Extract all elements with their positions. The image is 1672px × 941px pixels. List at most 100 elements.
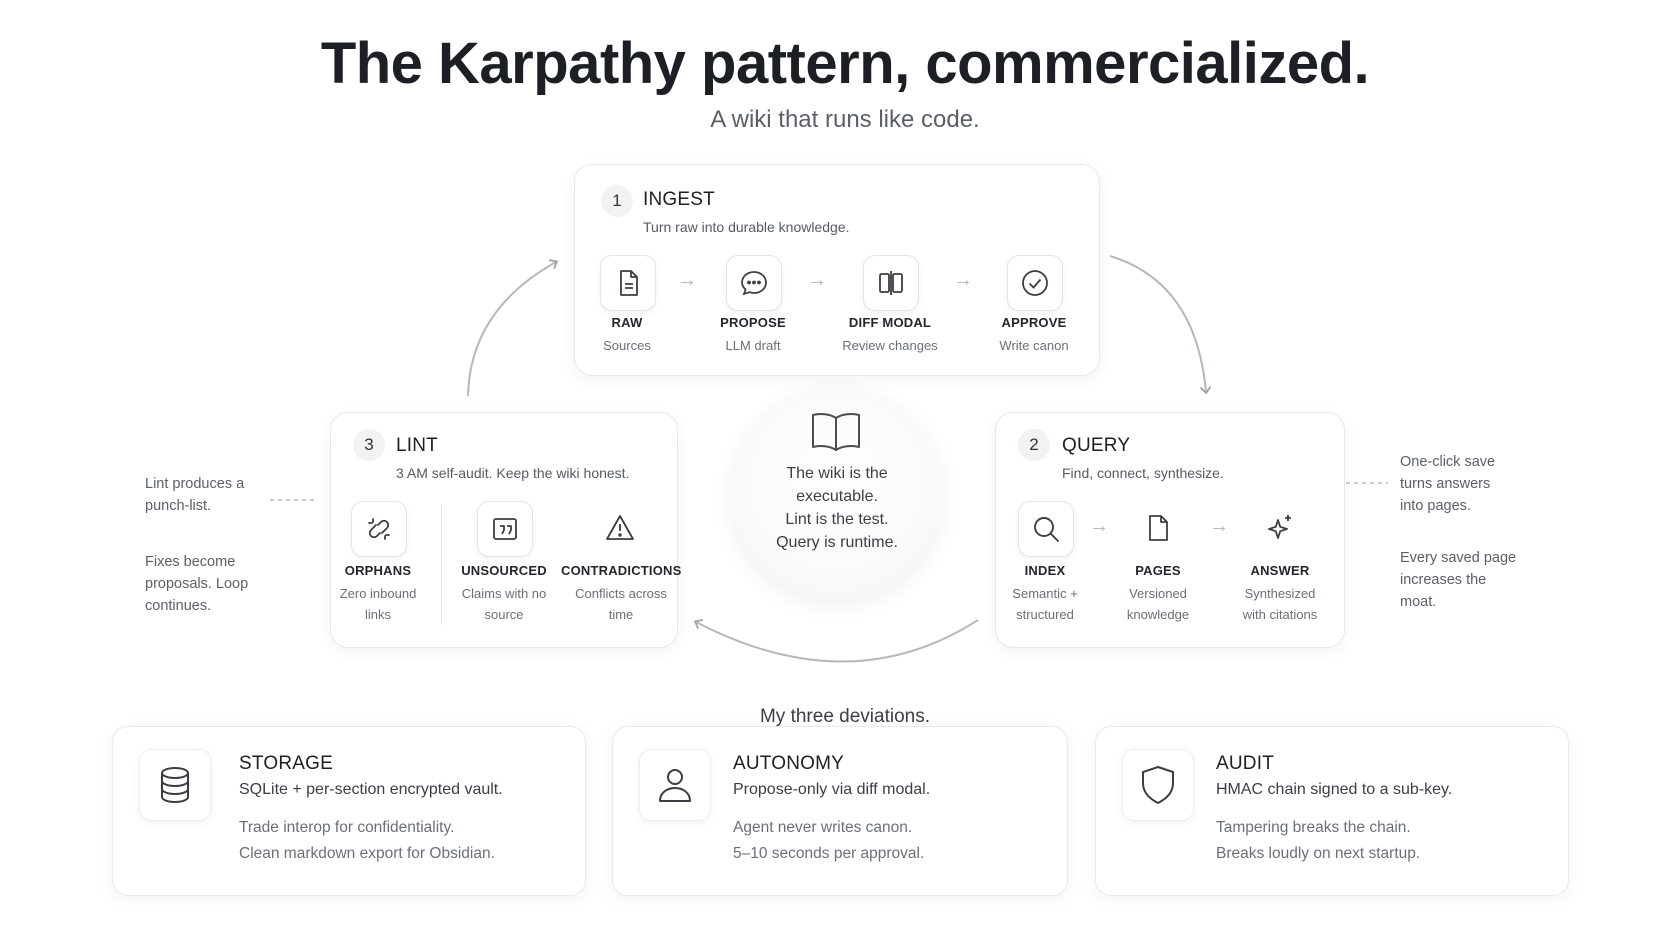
lint-item-label: CONTRADICTIONS [561, 563, 682, 578]
ingest-item-desc: Sources [603, 338, 651, 353]
ingest-item-label: APPROVE [1001, 315, 1067, 330]
lint-subtitle: 3 AM self-audit. Keep the wiki honest. [396, 465, 630, 481]
ingest-step-number: 1 [601, 185, 633, 217]
center-line: The wiki is the [786, 465, 888, 482]
deviation-detail: Clean markdown export for Obsidian. [239, 845, 495, 862]
query-item-label: ANSWER [1250, 563, 1310, 578]
center-line: Query is runtime. [776, 534, 898, 551]
ingest-title: INGEST [643, 189, 715, 210]
page-icon [1131, 501, 1185, 555]
query-item-desc: knowledge [1126, 607, 1190, 622]
split-columns-icon [863, 255, 919, 311]
arrow-lint-to-ingest [467, 259, 559, 397]
arrow-right-icon: → [953, 269, 973, 291]
left-note-2: Fixes become proposals. Loop continues. [145, 551, 248, 617]
document-icon [600, 255, 656, 311]
lint-item-desc: time [608, 607, 634, 622]
deviation-subtitle: HMAC chain signed to a sub-key. [1216, 781, 1453, 798]
ingest-subtitle: Turn raw into durable knowledge. [643, 219, 850, 235]
deviation-subtitle: Propose-only via diff modal. [733, 781, 931, 798]
note-line: Fixes become [145, 554, 236, 570]
deviation-detail: Breaks loudly on next startup. [1216, 845, 1421, 862]
quote-icon [477, 501, 533, 557]
chat-bubble-icon [726, 255, 782, 311]
ingest-item-desc: Review changes [842, 338, 938, 353]
query-item-label: PAGES [1135, 563, 1181, 578]
deviation-detail: 5–10 seconds per approval. [733, 845, 925, 862]
lint-item-desc: Conflicts across [575, 586, 667, 601]
ingest-item-desc: LLM draft [725, 338, 781, 353]
query-item-desc: structured [1016, 607, 1074, 622]
note-line: Lint produces a [145, 476, 245, 492]
note-line: turns answers [1400, 476, 1491, 492]
query-subtitle: Find, connect, synthesize. [1062, 465, 1224, 481]
lint-item-label: UNSOURCED [461, 563, 547, 578]
ingest-item-label: DIFF MODAL [848, 315, 932, 330]
note-line: increases the [1400, 572, 1487, 588]
query-item-desc: Versioned [1129, 586, 1187, 601]
lint-item-desc: Zero inbound [339, 586, 417, 601]
lint-item-desc: source [484, 607, 524, 622]
right-note-1: One-click save turns answers into pages. [1400, 451, 1495, 517]
sparkle-icon [1253, 501, 1307, 555]
deviation-detail: Trade interop for confidentiality. [239, 819, 455, 836]
page-title: The Karpathy pattern, commercialized. [320, 31, 1370, 96]
ingest-item-desc: Write canon [999, 338, 1069, 353]
arrow-query-to-lint [693, 618, 979, 663]
storage-card: STORAGE SQLite + per-section encrypted v… [112, 726, 586, 896]
note-line: One-click save [1400, 454, 1496, 470]
deviation-title: AUTONOMY [733, 753, 845, 774]
ingest-item-label: PROPOSE [720, 315, 786, 330]
lint-title: LINT [396, 435, 438, 456]
arrow-right-icon: → [1209, 515, 1229, 537]
query-item-label: INDEX [1024, 563, 1066, 578]
database-icon [139, 749, 211, 821]
shield-icon [1122, 749, 1194, 821]
query-item-desc: with citations [1242, 607, 1318, 622]
right-note-2: Every saved page increases the moat. [1400, 547, 1516, 613]
note-line: continues. [145, 598, 212, 614]
deviation-title: AUDIT [1216, 753, 1274, 774]
center-text: The wiki is the executable. Lint is the … [730, 462, 944, 554]
left-note-1: Lint produces a punch-list. [145, 473, 244, 517]
lint-item-label: ORPHANS [344, 563, 412, 578]
note-line: Every saved page [1400, 550, 1517, 566]
query-item-desc: Semantic + [1012, 586, 1078, 601]
deviation-detail: Agent never writes canon. [733, 819, 913, 836]
book-icon [808, 410, 864, 459]
autonomy-card: AUTONOMY Propose-only via diff modal. Ag… [612, 726, 1068, 896]
ingest-item-label: RAW [611, 315, 643, 330]
search-icon [1018, 501, 1074, 557]
lint-item-desc: Claims with no [461, 586, 547, 601]
query-title: QUERY [1062, 435, 1131, 456]
center-line: Lint is the test. [785, 511, 889, 528]
arrow-ingest-to-query [1109, 255, 1212, 395]
note-line: moat. [1400, 594, 1437, 610]
check-circle-icon [1007, 255, 1063, 311]
deviations-heading: My three deviations. [759, 706, 931, 727]
deviation-title: STORAGE [239, 753, 333, 774]
arrow-right-icon: → [1089, 515, 1109, 537]
note-line: into pages. [1400, 498, 1471, 514]
arrow-right-icon: → [677, 269, 697, 291]
query-card: 2 QUERY Find, connect, synthesize. INDEX… [995, 412, 1345, 648]
ingest-card: 1 INGEST Turn raw into durable knowledge… [574, 164, 1100, 376]
query-step-number: 2 [1018, 429, 1050, 461]
center-line: executable. [796, 488, 878, 505]
note-line: proposals. Loop [145, 576, 249, 592]
lint-step-number: 3 [353, 429, 385, 461]
query-item-desc: Synthesized [1244, 586, 1316, 601]
note-line: punch-list. [145, 498, 212, 514]
deviation-detail: Tampering breaks the chain. [1216, 819, 1411, 836]
lint-card: 3 LINT 3 AM self-audit. Keep the wiki ho… [330, 412, 682, 648]
arrow-right-icon: → [807, 269, 827, 291]
audit-card: AUDIT HMAC chain signed to a sub-key. Ta… [1095, 726, 1569, 896]
user-icon [639, 749, 711, 821]
lint-divider [441, 505, 442, 625]
warning-icon [593, 501, 647, 555]
lint-item-desc: links [364, 607, 391, 622]
broken-link-icon [351, 501, 407, 557]
page-subtitle: A wiki that runs like code. [710, 106, 980, 133]
deviation-subtitle: SQLite + per-section encrypted vault. [239, 781, 503, 798]
